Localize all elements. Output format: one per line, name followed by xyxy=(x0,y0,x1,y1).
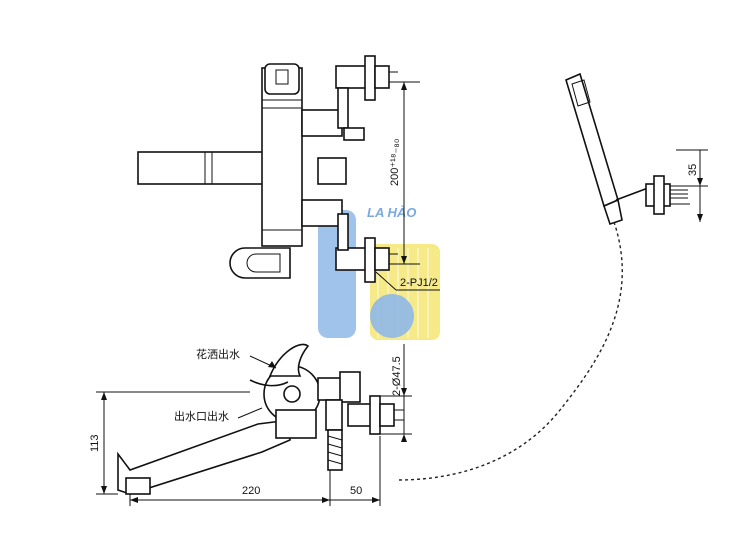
wall-flange-front xyxy=(369,395,381,435)
wall-offset-label: 50 xyxy=(350,485,362,497)
wall-flange-top xyxy=(364,55,376,101)
watermark-text: LA HÀO xyxy=(367,205,416,220)
hand-shower-head xyxy=(565,72,619,208)
wall-flange-bottom xyxy=(364,237,376,283)
hand-shower-view: 35 xyxy=(397,72,708,481)
threaded-inlet xyxy=(327,429,343,471)
center-distance-label: 200⁺¹⁸₋₈₀ xyxy=(389,139,401,186)
inlet-thread-label: 2-PJ1/2 xyxy=(400,277,438,289)
watermark-blue-dot xyxy=(370,294,414,338)
shower-outlet-label: 花洒出水 xyxy=(196,347,240,361)
bracket-height-label: 35 xyxy=(687,164,699,176)
spout-outlet-label: 出水口出水 xyxy=(174,409,229,423)
mixer-body xyxy=(261,67,303,247)
shower-hose xyxy=(397,221,623,481)
watermark-stripes xyxy=(377,248,429,338)
top-view: 200⁺¹⁸₋₈₀ 2-PJ1/2 xyxy=(137,55,440,291)
diverter-lever xyxy=(268,343,310,377)
spout xyxy=(117,419,291,495)
front-view: 花洒出水 出水口出水 113 220 50 2-Ø47.5 xyxy=(89,343,412,506)
watermark-blue-bar xyxy=(318,210,356,338)
temperature-knob xyxy=(229,247,291,279)
spout-height-label: 113 xyxy=(89,434,101,452)
inlet-diameter-label: 2-Ø47.5 xyxy=(391,356,403,396)
handle-bar xyxy=(137,151,267,185)
spout-length-label: 220 xyxy=(242,485,260,497)
